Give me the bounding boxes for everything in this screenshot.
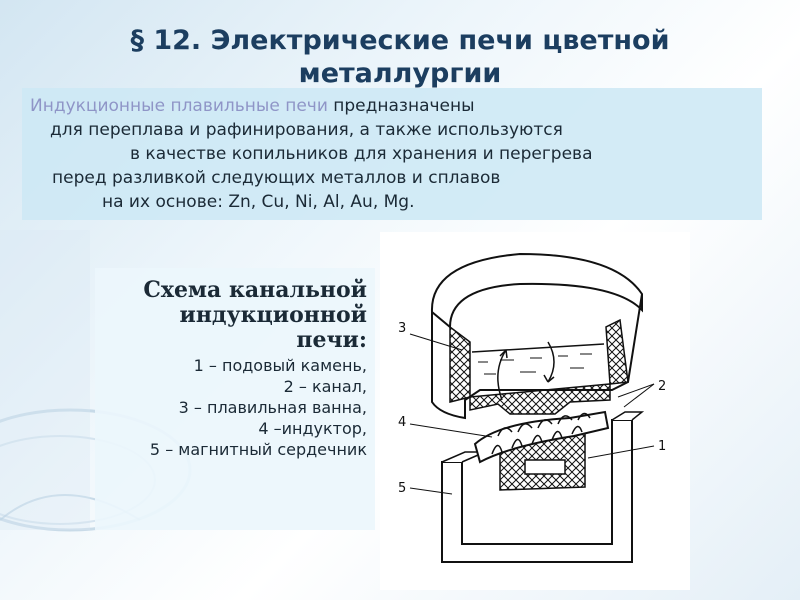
bath-outer-wall <box>431 293 643 420</box>
legend-item: 2 – канал, <box>283 377 367 396</box>
slide-title: § 12. Электрические печи цветной металлу… <box>130 25 670 89</box>
intro-line-4: перед разливкой следующих металлов и спл… <box>52 168 501 188</box>
legend-item: 4 –индуктор, <box>258 419 367 438</box>
legend-item: 1 – подовый камень, <box>193 356 367 375</box>
intro-highlight: Индукционные плавильные печи <box>30 96 328 116</box>
bath-lining-right <box>605 318 629 385</box>
caption-box <box>95 268 375 530</box>
diagram-label-5: 5 <box>398 481 406 496</box>
furnace-diagram-panel: 3 4 5 2 1 <box>380 232 690 590</box>
channel <box>524 459 566 475</box>
intro-box <box>22 88 762 220</box>
bath-lining-left <box>449 325 471 403</box>
legend-item: 5 – магнитный сердечник <box>149 440 367 459</box>
intro-line-2: для переплава и рафинирования, а также и… <box>50 120 563 140</box>
convection-arrow <box>547 341 555 383</box>
legend-list: 1 – подовый камень, 2 – канал, 3 – плави… <box>100 355 367 460</box>
diagram-label-1: 1 <box>658 439 666 454</box>
intro-line-1-rest: предназначены <box>327 96 475 116</box>
bath-rim <box>430 252 643 330</box>
diagram-label-4: 4 <box>398 415 406 430</box>
furnace-diagram: 3 4 5 2 1 <box>398 252 666 563</box>
convection-arrow <box>497 349 507 401</box>
intro-paragraph: Индукционные плавильные печи предназначе… <box>30 94 758 214</box>
intro-line-3: в качестве копильников для хранения и пе… <box>130 144 593 164</box>
caption-title: Схема канальной индукционной печи: <box>143 277 367 353</box>
intro-line-1: Индукционные плавильные печи предназначе… <box>30 94 758 118</box>
bath-lining-bottom <box>469 383 611 415</box>
legend-item: 3 – плавильная ванна, <box>178 398 367 417</box>
diagram-label-2: 2 <box>658 379 666 394</box>
intro-line-5: на их основе: Zn, Cu, Ni, Al, Au, Mg. <box>102 192 415 212</box>
inductor-coil <box>473 410 610 464</box>
diagram-label-3: 3 <box>398 321 406 336</box>
